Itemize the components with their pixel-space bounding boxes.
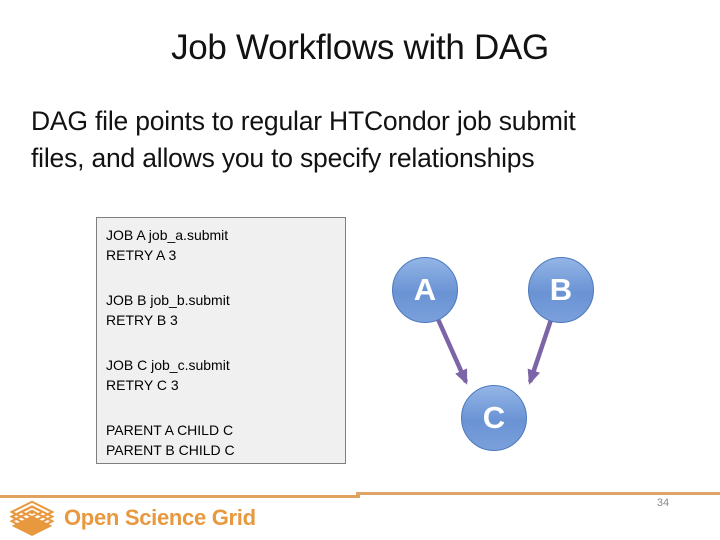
node-label: A xyxy=(413,272,437,307)
dag-node-a: A xyxy=(392,257,458,323)
code-group-job-b: JOB B job_b.submit RETRY B 3 xyxy=(106,290,341,330)
code-group-job-c: JOB C job_c.submit RETRY C 3 xyxy=(106,355,341,395)
body-line: DAG file points to regular HTCondor job … xyxy=(31,106,576,136)
node-label: C xyxy=(482,400,506,435)
code-line: RETRY B 3 xyxy=(106,312,178,328)
code-line: PARENT A CHILD C xyxy=(106,422,234,438)
code-line: JOB B job_b.submit xyxy=(106,292,230,308)
slide-title: Job Workflows with DAG xyxy=(171,28,549,67)
footer-rule-left xyxy=(0,495,360,498)
osg-layers-icon xyxy=(9,500,55,536)
dag-node-b: B xyxy=(528,257,594,323)
body-line: files, and allows you to specify relatio… xyxy=(31,143,535,173)
code-line: JOB C job_c.submit xyxy=(106,357,230,373)
code-line: JOB A job_a.submit xyxy=(106,227,229,243)
code-group-parents: PARENT A CHILD C PARENT B CHILD C xyxy=(106,420,341,460)
open-science-grid-logo: Open Science Grid xyxy=(7,499,256,536)
node-label: B xyxy=(549,272,573,307)
dag-node-c: C xyxy=(461,385,527,451)
code-line: PARENT B CHILD C xyxy=(106,442,235,458)
body-text: DAG file points to regular HTCondor job … xyxy=(31,103,691,177)
code-line: RETRY C 3 xyxy=(106,377,179,393)
code-group-job-a: JOB A job_a.submit RETRY A 3 xyxy=(106,225,341,265)
dag-file-code-box: JOB A job_a.submit RETRY A 3 JOB B job_b… xyxy=(96,217,346,464)
code-line: RETRY A 3 xyxy=(106,247,177,263)
page-number: 34 xyxy=(656,497,670,509)
logo-text: Open Science Grid xyxy=(64,504,256,530)
footer-rule-right xyxy=(356,492,720,495)
